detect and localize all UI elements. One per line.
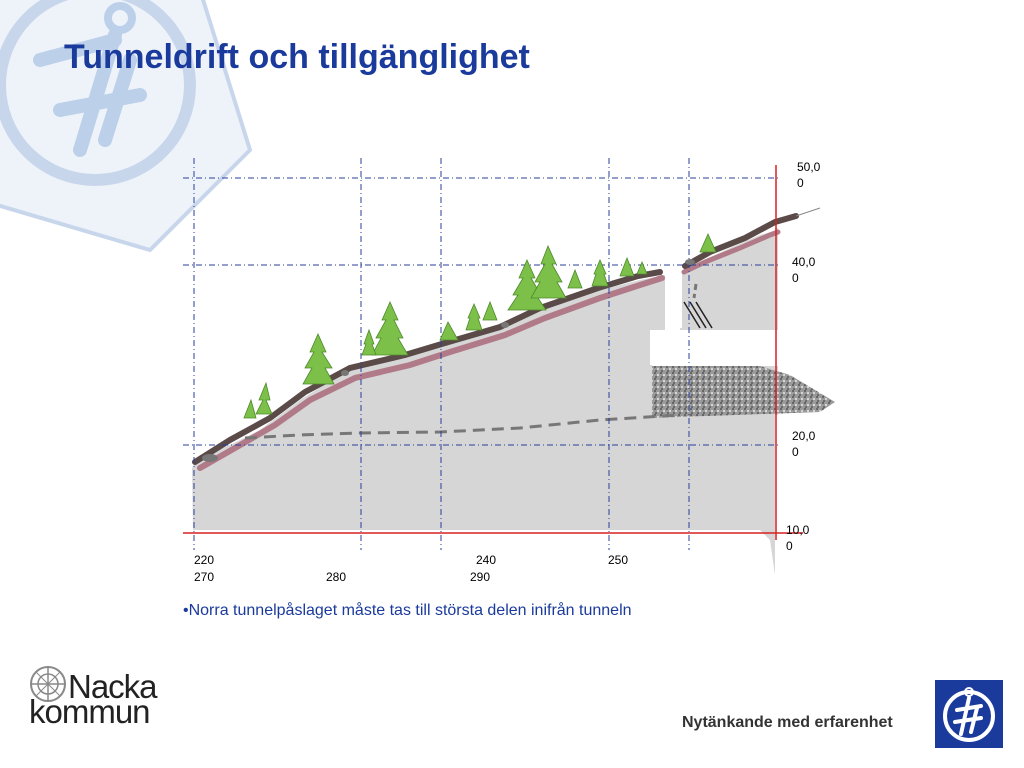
station-label: 220 <box>194 553 215 567</box>
page-title: Tunneldrift och tillgänglighet <box>64 38 530 76</box>
af-watermark-icon <box>0 0 253 253</box>
tagline: Nytänkande med erfarenhet <box>682 714 893 731</box>
soil-layer-pink <box>197 275 665 471</box>
tunnel-opening <box>652 330 817 366</box>
soil-layer-dark-right <box>682 213 799 269</box>
nacka-logo-text: Nacka <box>68 668 158 705</box>
soil-layer-pink-right <box>681 229 781 275</box>
rock-mass <box>192 228 778 575</box>
bedrock-dashed-line <box>244 413 681 440</box>
rocks <box>202 259 695 462</box>
portal-hatching <box>683 301 713 329</box>
station-label: 280 <box>326 570 347 584</box>
station-label: 250 <box>608 553 629 567</box>
gravel-fill <box>652 366 835 418</box>
station-label: 270 <box>194 570 215 584</box>
trees <box>243 233 717 419</box>
nacka-emblem-icon <box>30 666 66 702</box>
elevation-label-10: 10,00 <box>786 523 810 553</box>
grid-lines <box>183 158 778 550</box>
af-logo-icon <box>935 680 1003 748</box>
station-label: 240 <box>476 553 497 567</box>
dashed-vertical-right <box>692 283 698 299</box>
bullet-text: •Norra tunnelpåslaget måste tas till stö… <box>183 602 632 619</box>
elevation-label-40: 40,00 <box>792 255 816 285</box>
station-label: 290 <box>470 570 491 584</box>
elevation-label-50: 50,00 <box>797 160 821 190</box>
elevation-label-20: 20,00 <box>792 429 816 459</box>
surface-thin-line <box>795 207 821 217</box>
kommun-logo-text: kommun <box>29 693 151 730</box>
